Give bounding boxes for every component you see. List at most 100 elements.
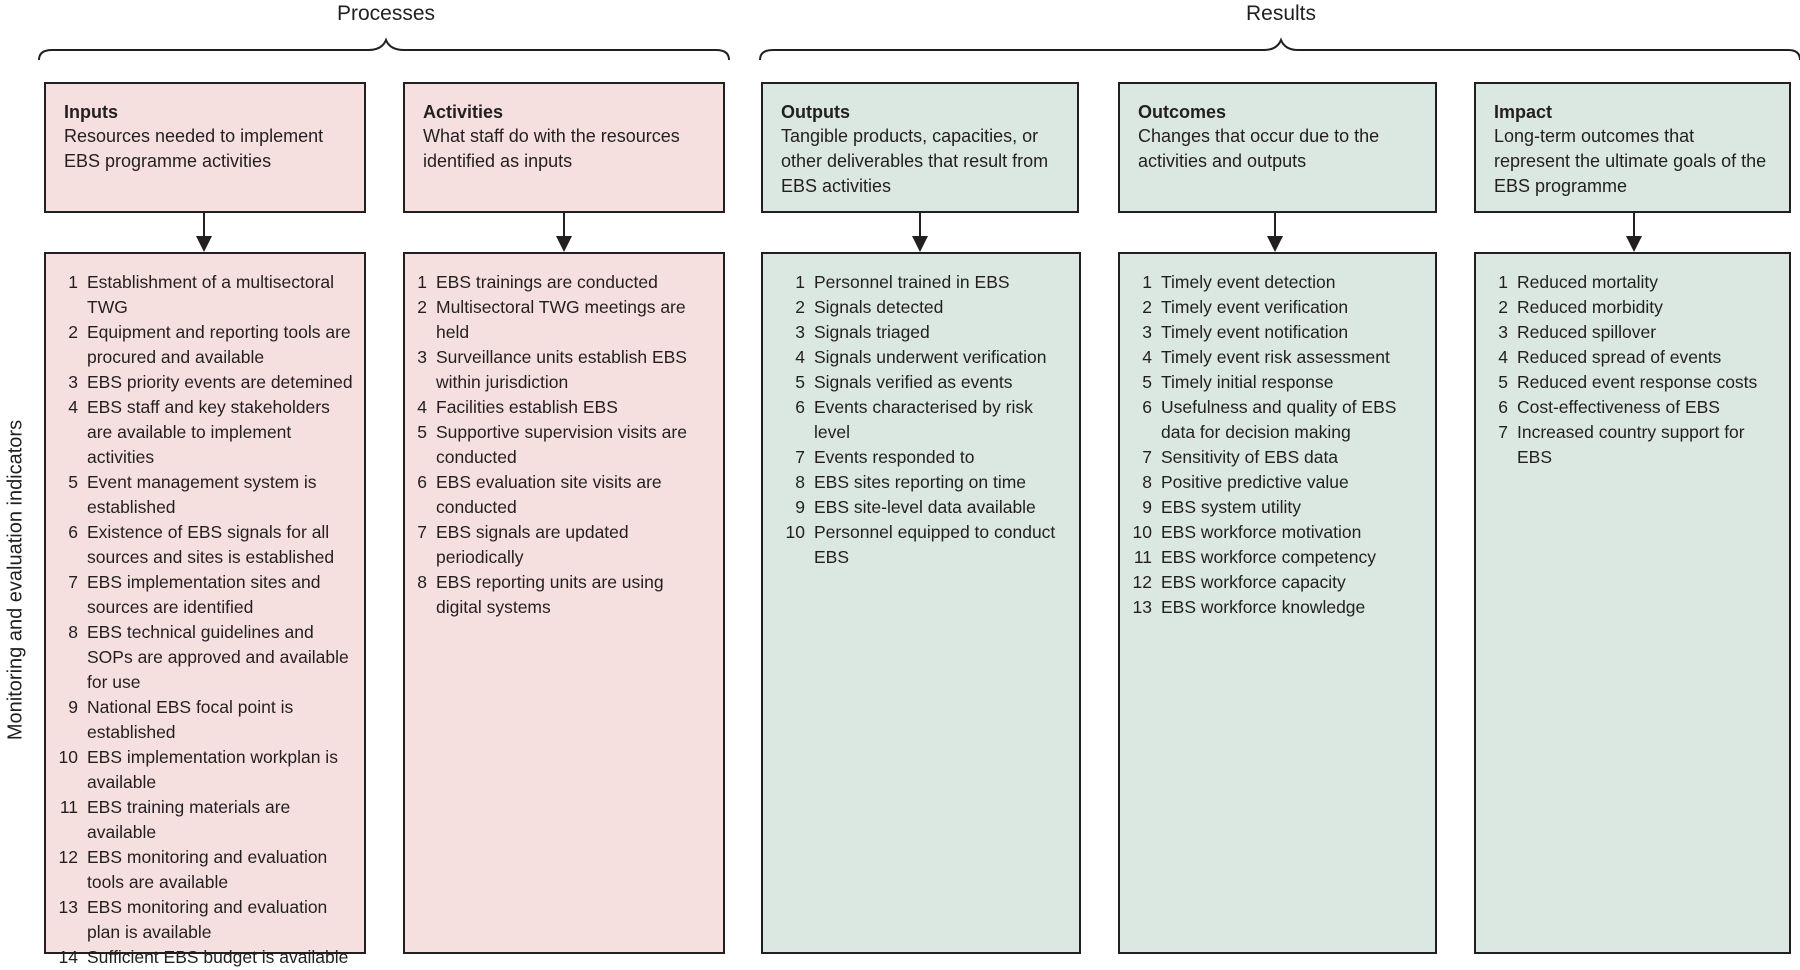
outputs-description: Tangible products, capacities, or other …: [781, 126, 1049, 196]
indicator-text: Personnel equipped to conduct EBS: [814, 522, 1056, 567]
inputs-indicator-list: 1 Establishment of a multisectoral TWG 2 Eq…: [54, 270, 354, 970]
indicator-number: 3: [1142, 322, 1152, 342]
indicator-text: Timely event verification: [1161, 297, 1349, 317]
activities-description: What staff do with the resources identif…: [423, 126, 680, 171]
indicator-item: 8 Positive predictive value: [1128, 470, 1425, 495]
indicator-item: 7 EBS signals are updated periodically: [413, 520, 713, 570]
indicator-text: Timely event risk assessment: [1161, 347, 1390, 367]
activities-header-box: Activities What staff do with the resour…: [403, 82, 725, 213]
indicator-text: Equipment and reporting tools are procur…: [87, 322, 351, 367]
outputs-title: Outputs: [781, 102, 850, 122]
indicator-number: 8: [68, 622, 78, 642]
indicator-text: EBS signals are updated periodically: [436, 522, 629, 567]
outcomes-arrow-head: [1267, 236, 1283, 252]
monitoring-evaluation-side-label: Monitoring and evaluation indicators: [4, 419, 27, 741]
indicator-number: 6: [417, 472, 427, 492]
processes-brace: [38, 37, 730, 61]
indicator-number: 5: [68, 472, 78, 492]
inputs-description: Resources needed to implement EBS progra…: [64, 126, 324, 171]
indicator-number: 3: [795, 322, 805, 342]
indicator-number: 2: [795, 297, 805, 317]
outcomes-header-box: Outcomes Changes that occur due to the a…: [1118, 82, 1437, 213]
indicator-number: 7: [68, 572, 78, 592]
indicator-text: Signals detected: [814, 297, 944, 317]
indicator-text: Personnel trained in EBS: [814, 272, 1010, 292]
indicator-number: 6: [1498, 397, 1508, 417]
indicator-number: 8: [1142, 472, 1152, 492]
indicator-text: Event management system is established: [87, 472, 317, 517]
indicator-text: EBS system utility: [1161, 497, 1302, 517]
indicator-number: 1: [1142, 272, 1152, 292]
impact-arrow: [1633, 212, 1635, 237]
indicator-item: 2 Equipment and reporting tools are procu…: [54, 320, 354, 370]
indicator-text: EBS evaluation site visits are conducted: [436, 472, 662, 517]
indicator-text: Reduced event response costs: [1517, 372, 1758, 392]
indicator-text: EBS technical guidelines and SOPs are ap…: [87, 622, 349, 692]
indicator-text: EBS workforce capacity: [1161, 572, 1346, 592]
indicator-text: EBS monitoring and evaluation plan is av…: [87, 897, 328, 942]
indicator-number: 7: [1142, 447, 1152, 467]
indicator-text: Events responded to: [814, 447, 975, 467]
indicator-number: 5: [417, 422, 427, 442]
indicator-text: EBS training materials are available: [87, 797, 291, 842]
indicator-text: Reduced spillover: [1517, 322, 1657, 342]
indicator-text: Surveillance units establish EBS within …: [436, 347, 687, 392]
indicator-text: Reduced spread of events: [1517, 347, 1722, 367]
indicator-text: Positive predictive value: [1161, 472, 1349, 492]
indicator-number: 9: [1142, 497, 1152, 517]
impact-title: Impact: [1494, 102, 1553, 122]
indicator-text: EBS monitoring and evaluation tools are …: [87, 847, 328, 892]
outputs-header-box: Outputs Tangible products, capacities, o…: [761, 82, 1079, 213]
indicator-text: Establishment of a multisectoral TWG: [87, 272, 335, 317]
outcomes-arrow: [1274, 212, 1276, 237]
activities-title: Activities: [423, 102, 504, 122]
impact-arrow-head: [1626, 236, 1642, 252]
indicator-text: Signals underwent verification: [814, 347, 1047, 367]
indicator-text: EBS reporting units are using digital sy…: [436, 572, 664, 617]
indicator-number: 2: [68, 322, 78, 342]
indicator-text: Sensitivity of EBS data: [1161, 447, 1339, 467]
indicator-number: 2: [1142, 297, 1152, 317]
indicator-text: EBS workforce competency: [1161, 547, 1376, 567]
indicator-number: 2: [417, 297, 427, 317]
impact-description: Long-term outcomes that represent the ul…: [1494, 126, 1767, 196]
indicator-text: National EBS focal point is established: [87, 697, 294, 742]
indicator-item: 5 Supportive supervision visits are condu…: [413, 420, 713, 470]
indicator-number: 1: [1498, 272, 1508, 292]
indicator-item: 5 Event management system is established: [54, 470, 354, 520]
indicator-number: 2: [1498, 297, 1508, 317]
indicator-number: 1: [68, 272, 78, 292]
impact-header-box: Impact Long-term outcomes that represent…: [1474, 82, 1791, 213]
indicator-text: Supportive supervision visits are conduc…: [436, 422, 687, 467]
indicator-number: 7: [417, 522, 427, 542]
indicator-text: EBS workforce knowledge: [1161, 597, 1366, 617]
outcomes-title: Outcomes: [1138, 102, 1227, 122]
indicator-number: 6: [68, 522, 78, 542]
indicator-number: 10: [58, 747, 78, 767]
